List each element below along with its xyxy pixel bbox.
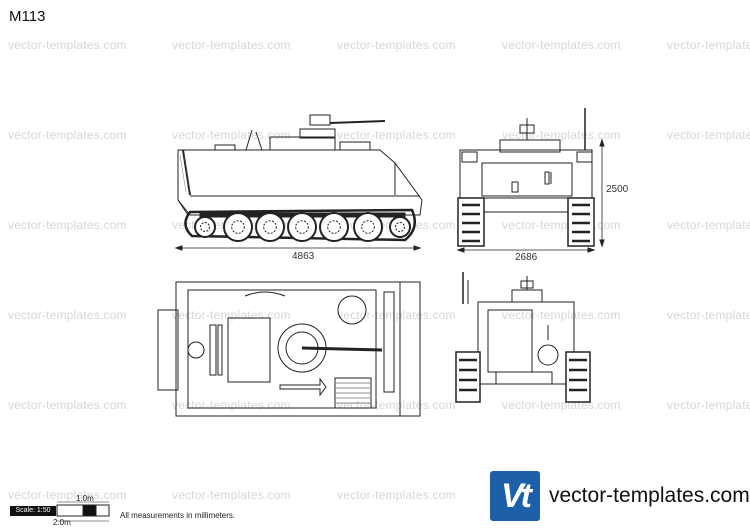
watermark-text: vector-templates.com: [8, 308, 127, 322]
road-wheel: [223, 212, 253, 242]
watermark-text: vector-templates.com: [502, 38, 621, 52]
watermark-text: vector-templates.com: [8, 398, 127, 412]
measurement-note: All measurements in millimeters.: [120, 511, 236, 520]
scale-tick-2m: 2.0m: [53, 518, 71, 527]
watermark-text: vector-templates.com: [172, 38, 291, 52]
scale-bar: [56, 501, 110, 522]
road-wheel-hub: [231, 220, 245, 234]
height-dimension-label: 2500: [606, 184, 629, 195]
scale-tick-1m: 1.0m: [76, 494, 94, 503]
road-wheel: [319, 212, 349, 242]
road-wheel: [255, 212, 285, 242]
road-wheels: [194, 212, 411, 242]
watermark-text: vector-templates.com: [667, 218, 750, 232]
watermark-text: vector-templates.com: [337, 308, 456, 322]
road-wheel: [194, 216, 216, 238]
road-wheel-hub: [395, 222, 405, 232]
watermark-text: vector-templates.com: [172, 128, 291, 142]
top-view: [157, 281, 421, 417]
road-wheel-hub: [327, 220, 341, 234]
watermark-text: vector-templates.com: [337, 128, 456, 142]
watermark-text: vector-templates.com: [8, 128, 127, 142]
road-wheel-hub: [263, 220, 277, 234]
road-wheel-hub: [361, 220, 375, 234]
watermark-text: vector-templates.com: [8, 38, 127, 52]
watermark-text: vector-templates.com: [667, 128, 750, 142]
road-wheel: [287, 212, 317, 242]
watermark-text: vector-templates.com: [502, 128, 621, 142]
watermark-text: vector-templates.com: [8, 488, 127, 502]
front-view: [457, 108, 595, 247]
road-wheel-hub: [200, 222, 210, 232]
watermark-text: vector-templates.com: [667, 398, 750, 412]
watermark-text: vector-templates.com: [337, 38, 456, 52]
watermark-text: vector-templates.com: [337, 488, 456, 502]
road-wheel-hub: [295, 220, 309, 234]
watermark-text: vector-templates.com: [667, 38, 750, 52]
road-wheel: [353, 212, 383, 242]
watermark-text: vector-templates.com: [502, 398, 621, 412]
brand-name: vector-templates.com: [549, 484, 750, 507]
scale-label: Scale: 1:50: [10, 506, 56, 516]
width-dimension-label: 2686: [515, 252, 538, 263]
watermark-text: vector-templates.com: [667, 308, 750, 322]
length-dimension-label: 4863: [292, 251, 315, 262]
page-title: M113: [9, 8, 46, 25]
road-wheel: [389, 216, 411, 238]
rear-view: [455, 272, 591, 403]
watermark-text: vector-templates.com: [8, 218, 127, 232]
brand-logo-icon: Vt: [490, 471, 540, 521]
watermark-text: vector-templates.com: [172, 488, 291, 502]
